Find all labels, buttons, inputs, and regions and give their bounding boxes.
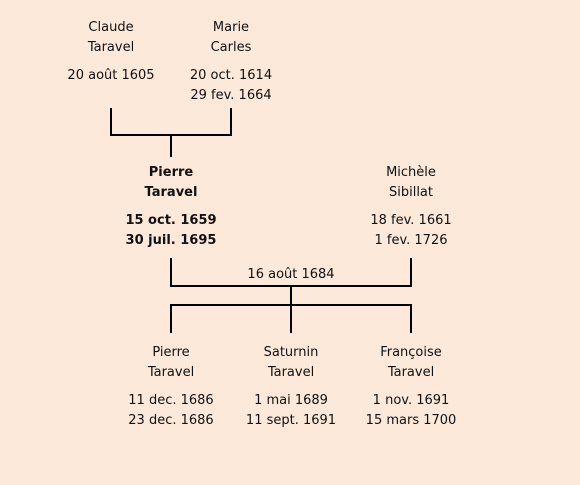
person-last-name: Taravel bbox=[87, 40, 135, 55]
death-date: 15 mars 1700 bbox=[365, 413, 457, 428]
death-date: 29 fev. 1664 bbox=[190, 88, 272, 103]
child-card: Saturnin Taravel 1 mai 1689 11 sept. 169… bbox=[226, 343, 356, 431]
birth-date: 20 oct. 1614 bbox=[189, 68, 273, 83]
grandmother-card: Marie Carles 20 oct. 1614 29 fev. 1664 bbox=[166, 18, 296, 106]
child-card: Pierre Taravel 11 dec. 1686 23 dec. 1686 bbox=[106, 343, 236, 431]
person-last-name: Taravel bbox=[144, 185, 198, 200]
person-last-name: Taravel bbox=[387, 365, 435, 380]
spouse-card: Michèle Sibillat 18 fev. 1661 1 fev. 172… bbox=[346, 163, 476, 251]
birth-date: 20 août 1605 bbox=[67, 68, 155, 83]
person-last-name: Taravel bbox=[267, 365, 315, 380]
death-date: 1 fev. 1726 bbox=[374, 233, 448, 248]
birth-date: 18 fev. 1661 bbox=[370, 213, 452, 228]
grandfather-card: Claude Taravel 20 août 1605 bbox=[46, 18, 176, 86]
person-first-name: Claude bbox=[88, 20, 134, 35]
person-first-name: Marie bbox=[212, 20, 250, 35]
death-date: 30 juil. 1695 bbox=[125, 233, 217, 248]
person-first-name: Pierre bbox=[152, 345, 190, 360]
birth-date: 1 nov. 1691 bbox=[372, 393, 450, 408]
person-last-name: Carles bbox=[210, 40, 252, 55]
marriage-date: 16 août 1684 bbox=[247, 267, 335, 282]
birth-date: 15 oct. 1659 bbox=[125, 213, 217, 228]
person-last-name: Taravel bbox=[147, 365, 195, 380]
death-date: 11 sept. 1691 bbox=[245, 413, 337, 428]
person-first-name: Saturnin bbox=[263, 345, 319, 360]
person-first-name: Françoise bbox=[380, 345, 442, 360]
person-first-name: Michèle bbox=[386, 165, 436, 180]
person-last-name: Sibillat bbox=[388, 185, 433, 200]
birth-date: 1 mai 1689 bbox=[254, 393, 328, 408]
death-date: 23 dec. 1686 bbox=[128, 413, 214, 428]
child-card: Françoise Taravel 1 nov. 1691 15 mars 17… bbox=[346, 343, 476, 431]
birth-date: 11 dec. 1686 bbox=[128, 393, 214, 408]
subject-card: Pierre Taravel 15 oct. 1659 30 juil. 169… bbox=[106, 163, 236, 251]
person-first-name: Pierre bbox=[148, 165, 194, 180]
